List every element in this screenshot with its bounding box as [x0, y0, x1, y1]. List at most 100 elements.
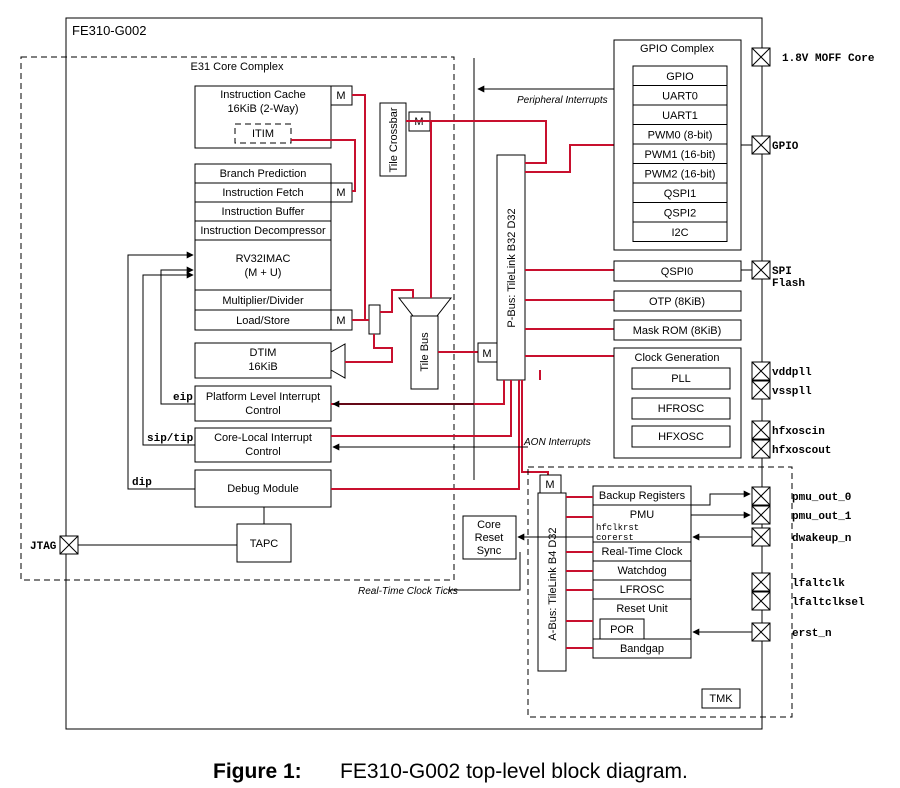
icache-label: Instruction Cache	[220, 89, 306, 101]
a-bus-label: A-Bus: TileLink B4 D32	[547, 527, 559, 640]
jtag-label: JTAG	[30, 541, 57, 553]
gpio-item-label: PWM0 (8-bit)	[648, 130, 713, 142]
hfrosc-label: HFROSC	[658, 403, 705, 415]
master-label: M	[336, 90, 345, 102]
pin-label: pmu_out_0	[792, 492, 851, 504]
load-store-label: Load/Store	[236, 315, 290, 327]
pin-label: GPIO	[772, 141, 799, 153]
pin-label: dwakeup_n	[792, 533, 851, 545]
lfrosc-label: LFROSC	[620, 584, 665, 596]
sip-tip-label: sip/tip	[147, 433, 194, 445]
crossbar-pbus-wire	[430, 120, 547, 164]
tmk-block	[701, 688, 741, 709]
clint-label: Core-Local Interrupt	[214, 432, 312, 444]
p-bus	[496, 154, 526, 381]
hfxosc-label: HFXOSC	[658, 431, 704, 443]
pin-label: hfxoscin	[772, 426, 825, 438]
pbus-gpio-wire	[525, 144, 633, 173]
tile-bus-label: Tile Bus	[419, 332, 431, 372]
gpio-item-label: UART1	[662, 110, 698, 122]
rtc-ticks-line	[466, 552, 521, 591]
pin-label: hfxoscout	[772, 445, 831, 457]
pmu-label: PMU	[630, 509, 655, 521]
hfrosc-block	[631, 397, 731, 420]
p-bus-label: P-Bus: TileLink B32 D32	[506, 208, 518, 327]
pin-label: SPI	[772, 266, 792, 278]
pin-label: vddpll	[772, 367, 812, 379]
clock-gen-title: Clock Generation	[635, 352, 720, 364]
gpio-item-label: I2C	[671, 227, 688, 239]
reset-unit-label: Reset Unit	[616, 603, 667, 615]
pin-cross	[751, 486, 771, 506]
pin-cross	[751, 47, 771, 67]
gpio-item-box	[632, 221, 728, 242]
master-label: M	[482, 348, 491, 360]
dtim-block	[194, 342, 332, 379]
pin-column: 1.8V MOFF CoreGPIOSPIFlashvddpllvsspllhf…	[751, 47, 875, 642]
pin-cross	[751, 135, 771, 155]
otp-label: OTP (8KiB)	[649, 296, 705, 308]
pbus-master-port	[477, 342, 498, 363]
gpio-complex-title: GPIO Complex	[640, 43, 714, 55]
plic-block	[194, 385, 332, 422]
tmk-label: TMK	[709, 693, 733, 705]
ls-mux	[368, 304, 381, 335]
dtim-label: DTIM	[250, 347, 277, 359]
otp-block	[613, 290, 742, 312]
pmu-out0-line	[691, 490, 751, 506]
bandgap-label: Bandgap	[620, 643, 664, 655]
debug-module-label: Debug Module	[227, 483, 299, 495]
gpio-item-label: UART0	[662, 91, 698, 103]
hfxosc-block	[631, 425, 731, 448]
clint-label-2: Control	[245, 446, 280, 458]
pll-block	[631, 367, 731, 390]
plic-label-2: Control	[245, 405, 280, 417]
mux-funnel-wire	[380, 289, 414, 313]
gpio-item-label: PWM2 (16-bit)	[645, 169, 716, 181]
pin-cross	[751, 527, 771, 547]
fetch-master-port	[330, 182, 353, 203]
core-reset-sync-block	[462, 515, 517, 560]
tile-crossbar	[379, 102, 407, 177]
sip-tip-line	[142, 271, 195, 446]
pbus-clint-wire	[331, 380, 512, 437]
pll-label: PLL	[671, 373, 691, 385]
qspi0-block	[613, 260, 742, 282]
tile-crossbar-label: Tile Crossbar	[388, 107, 400, 172]
caption-text: FE310-G002 top-level block diagram.	[340, 760, 688, 783]
watchdog-label: Watchdog	[617, 565, 666, 577]
itim-label: ITIM	[252, 128, 274, 140]
peripheral-interrupts-label: Peripheral Interrupts	[517, 95, 608, 106]
tile-bus	[410, 315, 439, 390]
dtim-size: 16KiB	[248, 361, 277, 373]
itim-block	[234, 123, 292, 144]
qspi0-label: QSPI0	[661, 266, 693, 278]
tapc-label: TAPC	[250, 538, 279, 550]
rtc-ticks-label: Real-Time Clock Ticks	[358, 586, 458, 597]
aon-interrupts-label: AON Interrupts	[523, 437, 591, 448]
pin-label: pmu_out_1	[792, 511, 852, 523]
chip-title: FE310-G002	[72, 23, 146, 38]
rv32imac-block	[194, 239, 332, 291]
icache-size: 16KiB (2-Way)	[227, 103, 298, 115]
pbus-debug-wire	[331, 380, 520, 490]
dip-line	[127, 251, 195, 490]
icache-block	[194, 85, 332, 149]
eip-line	[160, 266, 195, 405]
gpio-item-label: QSPI1	[664, 188, 696, 200]
eip-label: eip	[173, 392, 193, 404]
pin-cross	[751, 260, 771, 280]
rv32imac-ext: (M + U)	[245, 267, 282, 279]
pin-label: lfaltclk	[792, 578, 845, 590]
itim-fetch-wire	[291, 139, 356, 192]
pin-cross	[751, 591, 771, 611]
instruction-fetch-label: Instruction Fetch	[222, 187, 303, 199]
branch-prediction-label: Branch Prediction	[220, 168, 307, 180]
gpio-item-label: QSPI2	[664, 208, 696, 220]
instruction-decompressor-label: Instruction Decompressor	[200, 225, 326, 237]
pin-cross	[751, 572, 771, 592]
pin-label: 1.8V MOFF Core	[782, 53, 875, 65]
gpio-item-label: PWM1 (16-bit)	[645, 149, 716, 161]
mux-dtim-wire	[345, 334, 393, 363]
